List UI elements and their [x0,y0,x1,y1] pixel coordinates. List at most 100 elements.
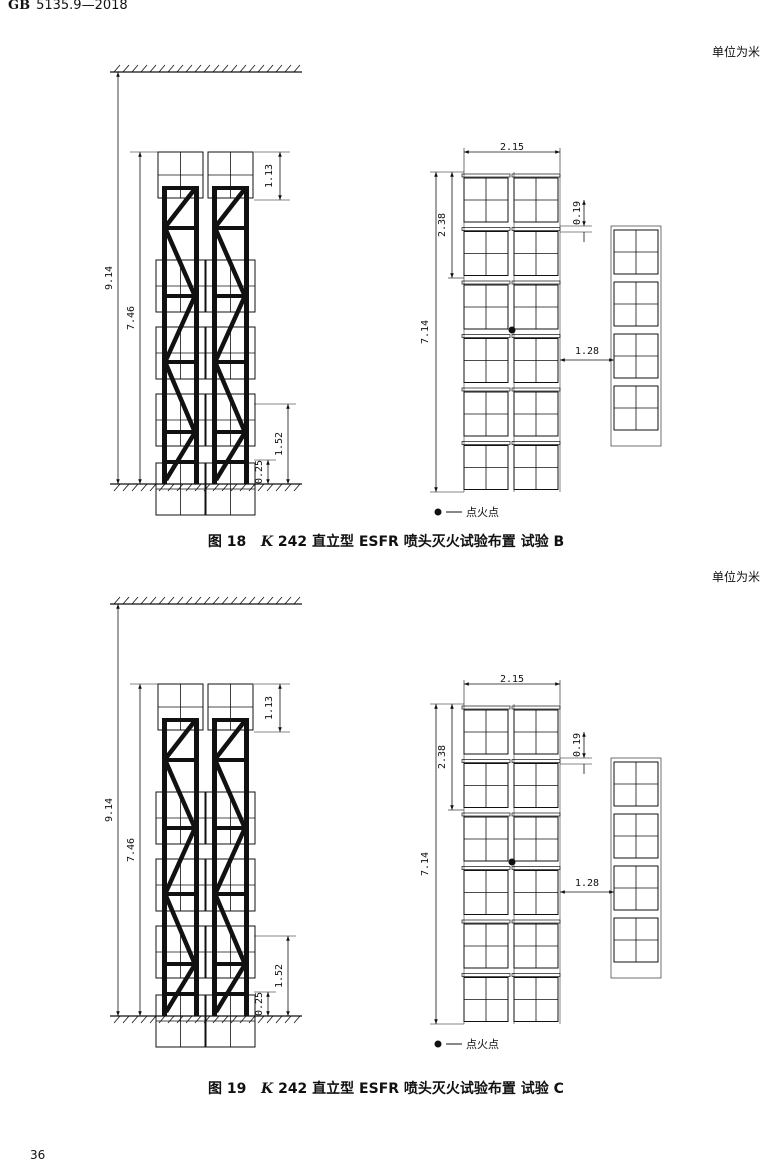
fig19-dim-bay-length-label: 2.38 [437,745,448,769]
fig18-plan-pallet-2-2 [511,227,561,231]
fig19-rack1-beam-4 [162,892,199,896]
fig18-target-rack-outline [610,225,662,447]
fig19-rack2-brace-5 [214,964,246,1014]
fig19-rack2-beam-4 [212,892,249,896]
unit-note-fig19: 单位为米 [711,570,760,584]
caption-fig19-number: 图 19 [208,1081,247,1097]
fig19-plan-pallet-2-1 [511,705,561,710]
fig18-dim-bottom-gap-label: 0.25 [254,460,265,484]
fig18-plan-pallet-1-4 [461,334,511,338]
fig19-plan-pallet-2-6 [511,973,561,977]
unit-note-fig18: 单位为米 [711,45,760,59]
fig19-rack2-brace-1 [214,720,246,760]
fig19-rack2-beam-3 [212,826,249,830]
fig18-plan-pallet-2-5 [511,387,561,392]
caption-fig19: 图 19 K 242 直立型 ESFR 喷头灭火试验布置 试验 C [0,1078,772,1098]
fig18-rack1-upright-right [194,186,199,484]
fig19-rack1-beam-2 [162,758,199,762]
fig19-rack2-beam-2 [212,758,249,762]
fig18-plan-pallet-2-3 [511,280,561,285]
fig19-plan-pallet-2-3 [511,812,561,817]
fig19-rack2-beam-5 [212,962,249,966]
fig18-rack2-beam-1 [212,186,249,190]
fig19-plan-pallet-2-2 [511,759,561,763]
fig18-rack1-brace-5 [164,432,196,482]
fig19-plan-pallet-1-6 [461,973,511,977]
fig18-rack2-brace-3 [213,297,247,361]
caption-fig18-number: 图 18 [207,534,247,550]
fig18-plan-pallet-1-3 [461,280,511,285]
fig18-dim-rack-height-label: 7.46 [126,306,137,330]
fig18-rack2-brace-2 [213,229,247,295]
fig18-rack2-upright-left [212,186,217,484]
fig18-rack2-beam-6 [212,460,249,464]
caption-fig18: 图 18 K 242 直立型 ESFR 喷头灭火试验布置 试验 B [0,531,772,551]
fig18-rack1-brace-2 [163,229,197,295]
fig19-legend-dot [434,1040,442,1048]
fig18-ceiling-hatch [113,64,301,73]
fig19-rack1-brace-4 [163,895,197,963]
fig19-dim-top-clearance-label: 1.13 [264,696,275,720]
fig19-dim-ceiling-height-label: 9.14 [104,798,115,822]
fig18-rack1-brace-3 [163,297,197,361]
fig18-rack1-beam-6 [162,460,199,464]
fig18-rack1-brace-4 [163,363,197,431]
fig18-rack2-beam-4 [212,360,249,364]
standard-code: GB [8,0,31,13]
fig18-dim-ceiling-height-label: 9.14 [104,266,115,290]
fig18-dim-bay-length-label: 2.38 [437,213,448,237]
fig19-rack1-beam-6 [162,992,199,996]
fig19-plan-pallet-1-1 [461,705,511,710]
fig19-rack1-brace-2 [163,761,197,827]
fig18-plan-pallet-1-6 [461,441,511,445]
fig18-rack1-beam-4 [162,360,199,364]
fig18-plan-pallet-1-5 [461,387,511,392]
fig18-dim-tier-height-label: 1.52 [274,432,285,456]
fig18-rack1-beam-3 [162,294,199,298]
fig19-rack2-upright-right [244,718,249,1016]
fig18-rack1-upright-left [162,186,167,484]
fig18-rack2-beam-3 [212,294,249,298]
fig18-rack1-brace-1 [164,188,196,228]
fig18-floor-hatch [113,483,301,492]
fig18-rack2-beam-2 [212,226,249,230]
fig19-dim-rack-length-label: 7.14 [420,852,431,876]
fig19-plan-pallet-1-4 [461,866,511,870]
fig18-rack2-upright-right [244,186,249,484]
fig19-dim-top-gap-label: 0.19 [572,733,583,757]
fig19-rack1-beam-5 [162,962,199,966]
fig19-ceiling-hatch [113,596,301,605]
fig18-plan-pallet-1-2 [461,227,511,231]
fig19-rack2-beam-6 [212,992,249,996]
fig19-ignition-point [508,858,516,866]
fig19-rack2-brace-3 [213,829,247,893]
fig18-ignition-point [508,326,516,334]
fig18-dim-top-gap-label: 0.19 [572,201,583,225]
fig19-plan-pallet-1-3 [461,812,511,817]
fig18-dim-rack-width-label: 2.15 [500,142,524,153]
fig19-plan-pallet-2-5 [511,919,561,924]
fig18-plan-pallet-2-1 [511,173,561,178]
caption-fig18-text: 242 直立型 ESFR 喷头灭火试验布置 试验 B [277,534,565,550]
fig19-target-rack-outline [610,757,662,979]
fig19-rack2-beam-1 [212,718,249,722]
fig19-rack1-upright-right [194,718,199,1016]
fig18-plan-pallet-1-1 [461,173,511,178]
fig18-rack1-beam-1 [162,186,199,190]
fig19-rack1-brace-1 [164,720,196,760]
fig18-dim-aisle-width-label: 1.28 [575,346,599,357]
fig19-floor-hatch [113,1015,301,1024]
standard-number: 5135.9—2018 [36,0,128,13]
page-number: 36 [30,1148,46,1162]
caption-fig19-k: K [261,1081,274,1097]
fig18-legend-label: 点火点 [466,506,499,519]
page-header: GB 5135.9—2018 [8,0,128,13]
fig19-plan-pallet-2-4 [511,866,561,870]
fig19-rack2-brace-2 [213,761,247,827]
fig18-plan-pallet-2-4 [511,334,561,338]
fig18-rack2-brace-1 [214,188,246,228]
fig19-rack1-brace-5 [164,964,196,1014]
fig19-rack1-beam-3 [162,826,199,830]
